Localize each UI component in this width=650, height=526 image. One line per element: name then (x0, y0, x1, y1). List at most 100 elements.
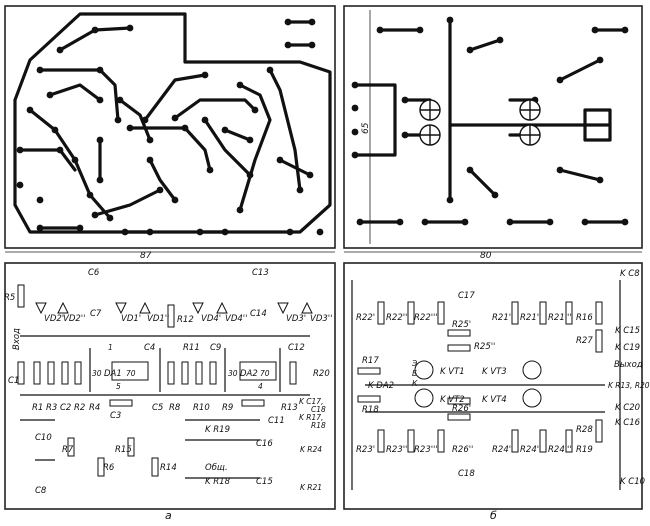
label-c18: C18 (311, 405, 326, 414)
label-r6: R6 (103, 463, 115, 473)
label-r24pp: R24'' (520, 445, 541, 455)
pcb-pads-left (16, 18, 324, 236)
label-pin-e: Э (411, 359, 418, 368)
dimension-lines (5, 10, 642, 253)
label-c7: C7 (90, 309, 102, 319)
label-kvt1: K VT1 (440, 367, 465, 377)
label-da1: DA1 (104, 369, 122, 379)
label-kr17: K R17, (299, 413, 323, 422)
label-r20: R20 (313, 369, 330, 379)
components-left-frame (4, 262, 336, 510)
label-r25pp: R25'' (474, 342, 495, 352)
label-c10: C10 (35, 433, 52, 443)
label-c18-b: C18 (458, 469, 475, 479)
components-right-symbols (357, 301, 603, 453)
label-pin5: 5 (116, 382, 121, 391)
label-c13: C13 (252, 268, 269, 278)
label-r5: R5 (4, 293, 15, 303)
label-vyhod: Выход (614, 360, 643, 370)
pcb-traces-left-frame (4, 5, 336, 249)
label-kc19: K C19 (615, 343, 640, 353)
components-left-symbols (17, 284, 313, 477)
pcb-traces-left (13, 12, 332, 234)
label-kc17: K C17, (299, 397, 323, 406)
caption-left: a (165, 509, 172, 522)
label-kr24: K R24 (300, 445, 322, 454)
label-kvt3: K VT3 (482, 367, 507, 377)
label-pin70a: 70 (126, 369, 136, 378)
label-r21ppp: R21''' (548, 313, 572, 323)
label-vd1pp: VD1'' (147, 314, 169, 324)
label-r16: R16 (576, 313, 593, 323)
label-c11: C11 (268, 416, 285, 426)
label-kr13r20: K R13, R20 (608, 381, 650, 390)
label-r28: R28 (576, 425, 593, 435)
label-vd3p: VD3' (286, 314, 306, 324)
label-vd3pp: VD3'' (310, 314, 332, 324)
label-vd1p: VD1' (121, 314, 141, 324)
label-r26p: R26' (452, 404, 471, 414)
pcb-pads-right (351, 16, 629, 226)
components-left-links (20, 335, 310, 479)
label-pin1: 1 (108, 343, 113, 352)
label-kc15: K C15 (615, 326, 640, 336)
label-c16: C16 (256, 439, 273, 449)
label-r11: R11 (183, 343, 200, 353)
label-pin4: 4 (258, 382, 263, 391)
label-r19: R19 (576, 445, 593, 455)
label-vhod: Вход (12, 328, 22, 350)
label-vd2pp: VD2'' (63, 314, 85, 324)
label-c4: C4 (144, 343, 155, 353)
label-r18: R18 (311, 421, 326, 430)
label-da2: DA2 (240, 369, 258, 379)
label-c6: C6 (88, 268, 100, 278)
label-c8: C8 (35, 486, 47, 496)
label-r22p: R22' (356, 313, 375, 323)
label-r7: R7 (62, 445, 74, 455)
pcb-traces-right (353, 18, 627, 224)
caption-right: б (490, 509, 497, 522)
pcb-traces-right-frame (343, 5, 643, 249)
label-c15: C15 (256, 477, 273, 487)
label-vd4p: VD4' (201, 314, 221, 324)
label-r12: R12 (177, 315, 194, 325)
label-c2: C2 (60, 403, 71, 413)
label-kc10: K C10 (620, 477, 645, 487)
label-r8: R8 (169, 403, 181, 413)
label-r4: R4 (89, 403, 100, 413)
label-r22ppp: R22''' (414, 313, 438, 323)
label-pin30a: 30 (92, 369, 102, 378)
label-vd2p: VD2' (44, 314, 64, 324)
label-kr18: K R18 (205, 477, 231, 487)
label-kvt2: K VT2 (440, 395, 465, 405)
label-r26pp: R26'' (452, 445, 473, 455)
label-obsh: Общ. (205, 463, 228, 473)
label-c3: C3 (110, 411, 121, 421)
label-r23p: R23' (356, 445, 375, 455)
label-pin70b: 70 (260, 369, 270, 378)
label-kda2: K DA2 (368, 381, 394, 391)
label-r21pp: R21'' (520, 313, 541, 323)
label-kvt4: K VT4 (482, 395, 507, 405)
label-r21p: R21' (492, 313, 511, 323)
label-kr19: K R19 (205, 425, 230, 435)
panel-frames (4, 5, 643, 510)
components-right-frame (343, 262, 643, 510)
label-vd4pp: VD4'' (225, 314, 247, 324)
label-kc8: K C8 (620, 269, 640, 279)
label-pin-b: Б (412, 369, 417, 378)
label-c1: C1 (8, 376, 19, 386)
label-kr21: K R21 (300, 483, 322, 492)
label-r25p: R25' (452, 320, 471, 330)
label-kc16: K C16 (615, 418, 641, 428)
label-r27: R27 (576, 336, 593, 346)
label-c9: C9 (210, 343, 221, 353)
label-c5: C5 (152, 403, 163, 413)
transistor-mount-holes (419, 99, 541, 146)
label-r17: R17 (362, 356, 379, 366)
dim-right-width: 80 (480, 251, 492, 261)
label-r18-b: R18 (362, 405, 379, 415)
label-r24p: R24' (492, 445, 511, 455)
